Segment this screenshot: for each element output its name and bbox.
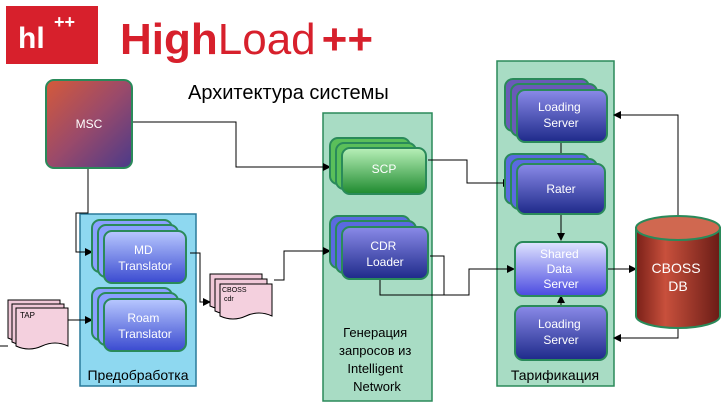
loading-server-bottom-label: Loading Server — [538, 317, 584, 347]
logo-wordmark: HighLoad++ — [120, 15, 373, 64]
tap-document — [7, 299, 69, 350]
cboss-cdr-document — [209, 273, 273, 320]
logo-word-bold: High — [120, 15, 218, 64]
shared-data-server-node — [514, 241, 608, 297]
msc-label: MSC — [76, 117, 103, 131]
cboss-db-node — [635, 215, 721, 329]
rater-label: Rater — [546, 182, 575, 196]
md-translator-label: MD Translator — [118, 243, 172, 273]
tap-label: TAP — [20, 311, 35, 320]
logo-word-light: Load — [218, 15, 316, 64]
in-generation-label: Генерация запросов из Intelligent Networ… — [339, 325, 415, 394]
shared-data-server-label: Shared Data Server — [540, 247, 582, 291]
translator-to-cboss-cdr-arrow — [190, 252, 211, 306]
loading-server-top-label: Loading Server — [538, 100, 584, 130]
tariffication-label: Тарификация — [511, 367, 599, 383]
msc-to-scp-arrow — [130, 121, 331, 171]
scp-to-rater-arrow — [428, 159, 511, 187]
cboss-db-label: CBOSS DB — [652, 260, 705, 294]
cboss-cdr-label: CBOSS cdr — [222, 287, 248, 303]
loading-server-top-node — [504, 78, 608, 143]
cdr-loader-label: CDR Loader — [366, 239, 403, 269]
logo-word-plus: ++ — [322, 15, 373, 64]
cdr-loader-to-shared-data-arrow — [379, 265, 515, 296]
loading-server-bottom-node — [514, 305, 608, 361]
page-title: Архитектура системы — [188, 82, 389, 104]
cdr-loader-node — [329, 215, 429, 280]
logo-badge-text: hl — [18, 22, 45, 55]
logo-badge-sup: ++ — [54, 12, 75, 32]
cdr-loader-side-line — [430, 255, 445, 295]
preprocessing-label: Предобработка — [87, 367, 188, 383]
roam-translator-label: Roam Translator — [118, 311, 172, 341]
msc-node — [45, 79, 133, 169]
rater-node — [504, 153, 606, 215]
md-translator-node — [91, 219, 187, 284]
scp-label: SCP — [372, 162, 397, 176]
db-to-loading-server-top-arrow — [613, 111, 679, 236]
scp-node — [329, 137, 427, 195]
msc-to-md-translator-arrow — [75, 168, 93, 256]
logo-badge — [6, 6, 98, 64]
roam-translator-node — [91, 287, 187, 352]
cboss-cdr-to-cdr-loader-arrow — [274, 247, 331, 281]
connectors — [0, 111, 679, 347]
